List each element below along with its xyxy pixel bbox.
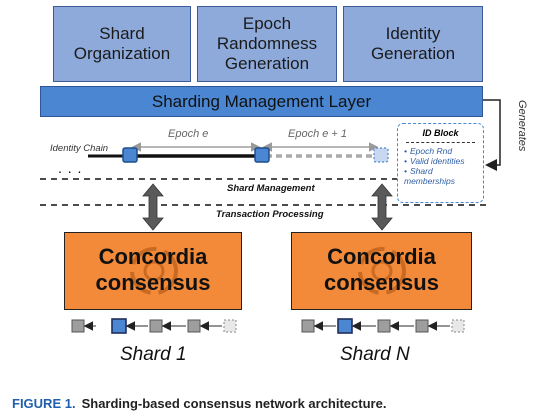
shard-management-label: Shard Management: [227, 183, 315, 194]
consensus-title-line1: Concordia: [327, 244, 436, 269]
generates-arrow: [483, 99, 501, 171]
epoch-randomness-box: Epoch Randomness Generation: [197, 6, 337, 82]
figure-caption: FIGURE 1. Sharding-based consensus networ…: [12, 396, 386, 411]
chain-block-1: [122, 147, 138, 163]
transaction-processing-label: Transaction Processing: [216, 209, 324, 220]
consensus-cycle-icon: [130, 247, 178, 295]
identity-generation-box: Identity Generation: [343, 6, 483, 82]
epoch-e-label: Epoch e: [168, 128, 209, 140]
shard-1-chain: [71, 318, 237, 334]
chain-block-2: [254, 147, 270, 163]
id-block-item: •Epoch Rnd: [404, 146, 453, 156]
consensus-title-line2: consensus: [95, 270, 211, 295]
figure-caption-text: Sharding-based consensus network archite…: [81, 396, 387, 411]
id-block-item: •Shard memberships: [404, 166, 456, 186]
id-block-item: •Valid identities: [404, 156, 465, 166]
concordia-consensus-shard-n: Concordia consensus: [291, 232, 472, 310]
shard-1-label: Shard 1: [120, 344, 187, 365]
consensus-title-line1: Concordia: [98, 244, 208, 269]
consensus-cycle-icon: [358, 247, 406, 295]
shard-n-label: Shard N: [340, 344, 410, 365]
bidirectional-arrow-1: [142, 183, 164, 231]
chain-ellipsis: . . .: [58, 160, 83, 176]
sharding-management-layer: Sharding Management Layer: [40, 86, 483, 117]
concordia-consensus-shard-1: Concordia consensus: [64, 232, 242, 310]
epoch-e1-label: Epoch e + 1: [288, 128, 348, 140]
shard-organization-box: Shard Organization: [53, 6, 191, 82]
id-block-rule: [406, 142, 475, 143]
id-block: ID Block •Epoch Rnd •Valid identities •S…: [397, 123, 484, 203]
id-block-list: •Epoch Rnd •Valid identities •Shard memb…: [404, 146, 483, 186]
shard-n-chain: [301, 318, 465, 334]
chain-block-future: [373, 147, 389, 163]
identity-chain-label: Identity Chain: [50, 143, 109, 154]
bidirectional-arrow-n: [371, 183, 393, 231]
id-block-title: ID Block: [422, 128, 459, 138]
figure-number: FIGURE 1.: [12, 396, 76, 411]
consensus-title-line2: consensus: [324, 270, 439, 295]
